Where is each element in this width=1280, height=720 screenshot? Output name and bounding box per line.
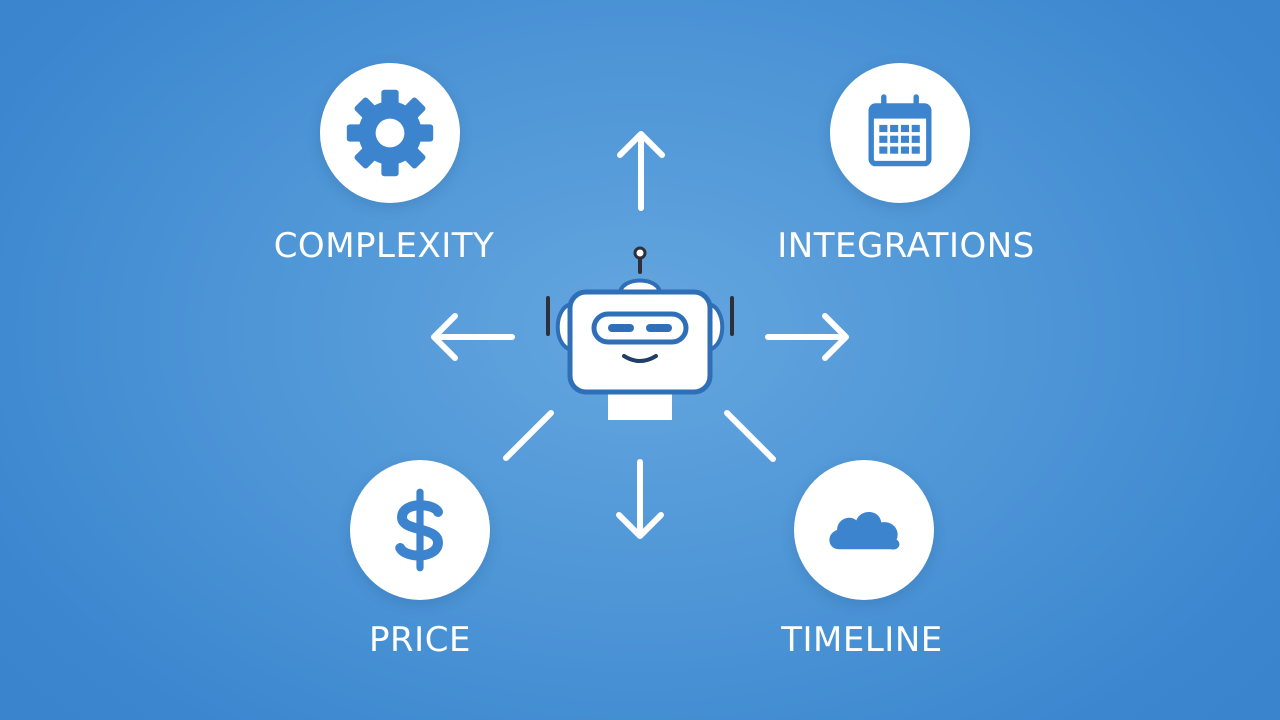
calendar-icon [868,94,932,167]
gear-icon [346,89,434,177]
integrations-node [830,63,970,203]
integrations-label: INTEGRATIONS [777,226,1035,266]
price-node [350,460,490,600]
dollar-icon [395,488,443,572]
arrow-left [431,313,515,361]
connector-line-lower-right [724,410,776,462]
arrow-right [765,313,849,361]
arrow-down [616,459,664,539]
cloud-icon [829,511,900,550]
price-label: PRICE [369,620,471,660]
complexity-label: COMPLEXITY [273,226,495,266]
timeline-node [794,460,934,600]
complexity-node [320,63,460,203]
arrow-up [617,131,665,211]
connector-line-lower-left [503,410,554,461]
robot-icon [546,246,734,420]
timeline-label: TIMELINE [781,620,943,660]
